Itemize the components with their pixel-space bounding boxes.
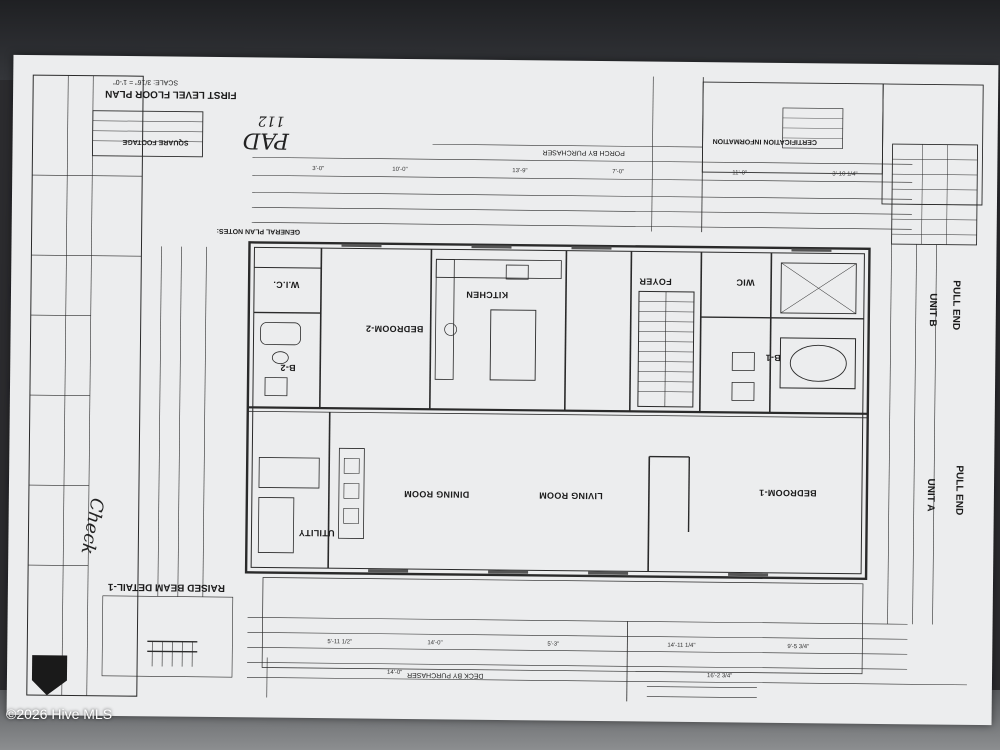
floor-plan-drawing: 3'-0" 10'-0" 13'-9" 7'-0" 11'-0" 3'-10 1… — [26, 74, 984, 702]
svg-text:16'-2 3/4": 16'-2 3/4" — [707, 673, 732, 679]
north-arrow-icon — [31, 655, 68, 696]
svg-text:9'-5 3/4": 9'-5 3/4" — [787, 644, 809, 650]
porch-note: PORCH BY PURCHASER — [542, 148, 625, 157]
pad-number: 112 — [257, 112, 285, 129]
mls-watermark: ©2026 Hive MLS — [6, 706, 113, 722]
svg-text:14'-0": 14'-0" — [387, 670, 402, 676]
room-utility: UTILITY — [298, 527, 335, 539]
svg-text:14'-0": 14'-0" — [427, 640, 442, 646]
sheet-title: FIRST LEVEL FLOOR PLAN — [105, 87, 237, 101]
floor-plan-sheet: 3'-0" 10'-0" 13'-9" 7'-0" 11'-0" 3'-10 1… — [6, 54, 999, 726]
square-footage-label: SQUARE FOOTAGE — [122, 138, 189, 146]
sheet-scale: SCALE: 3/16" = 1'-0" — [113, 77, 179, 86]
raised-beam-label: RAISED BEAM DETAIL-1 — [107, 580, 226, 594]
room-dining: DINING ROOM — [403, 488, 470, 500]
svg-text:11'-0": 11'-0" — [732, 170, 747, 176]
general-notes-label: GENERAL PLAN NOTES: — [216, 226, 301, 235]
pull-end-a: PULL END — [953, 465, 965, 516]
svg-text:5'-11 1/2": 5'-11 1/2" — [327, 639, 352, 645]
svg-text:14'-11 1/4": 14'-11 1/4" — [667, 643, 695, 649]
room-bedroom-1: BEDROOM-1 — [758, 487, 817, 499]
room-living: LIVING ROOM — [538, 490, 603, 502]
svg-text:13'-9": 13'-9" — [512, 168, 527, 174]
room-kitchen: KITCHEN — [465, 289, 509, 301]
unit-b: UNIT B — [926, 293, 939, 327]
svg-text:3'-10 1/4": 3'-10 1/4" — [832, 171, 857, 177]
room-wic-left: W.I.C. — [273, 279, 300, 290]
room-bath-2: B-2 — [280, 362, 296, 373]
svg-text:5'-3": 5'-3" — [547, 641, 559, 647]
room-bedroom-2: BEDROOM-2 — [365, 323, 424, 335]
deck-note: DECK BY PURCHASER — [406, 671, 484, 679]
unit-a: UNIT A — [924, 478, 937, 512]
pad-note: PAD — [242, 127, 290, 153]
svg-text:7'-0": 7'-0" — [612, 169, 624, 175]
pull-end-b: PULL END — [950, 280, 962, 331]
room-bath-1: B-1 — [765, 352, 781, 363]
svg-text:10'-0": 10'-0" — [392, 167, 407, 173]
certification-label: CERTIFICATION INFORMATION — [712, 137, 817, 146]
svg-text:3'-0": 3'-0" — [312, 166, 324, 172]
room-foyer: FOYER — [639, 276, 672, 287]
room-wic-right: WIC — [736, 277, 755, 288]
